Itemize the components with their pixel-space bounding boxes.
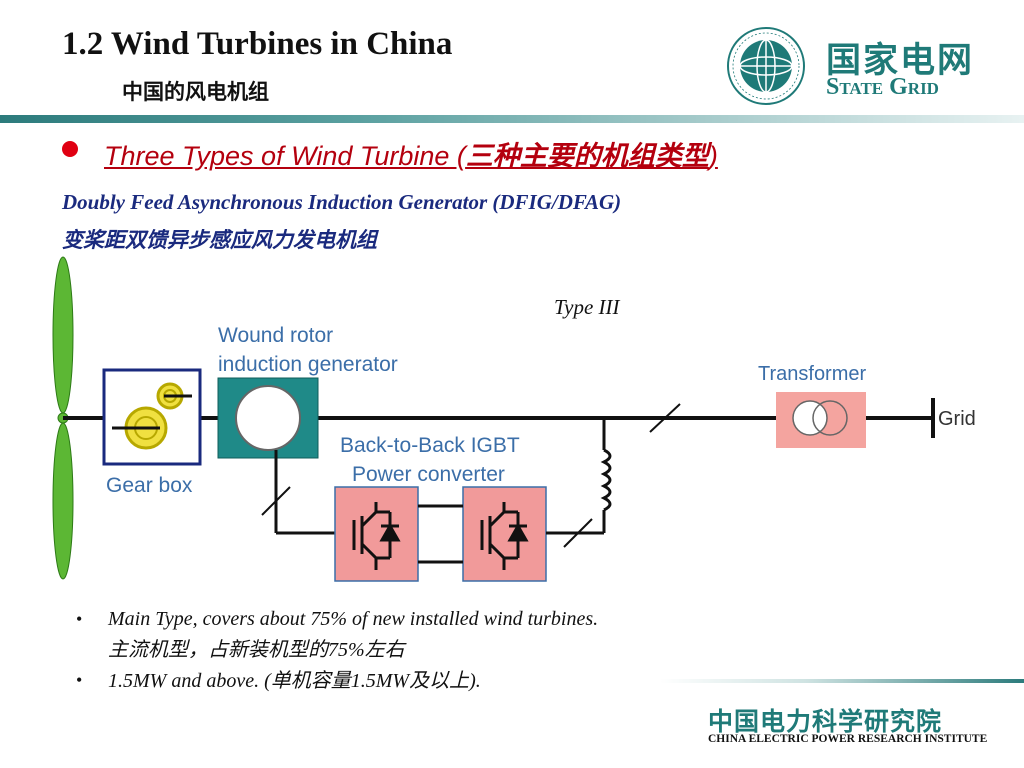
- bullet-list: • Main Type, covers about 75% of new ins…: [76, 604, 776, 696]
- state-grid-logo-icon: [727, 27, 805, 105]
- generator-label-line2: induction generator: [218, 353, 398, 376]
- bullet-2-text-cn-b: 及以上: [409, 668, 470, 692]
- bullet-marker: •: [76, 670, 83, 690]
- footer-divider: [660, 679, 1024, 683]
- section-heading-cn: 三种主要的机组类型: [465, 141, 709, 172]
- converter-label-line1: Back-to-Back IGBT: [340, 434, 520, 457]
- bullet-2-text-cn-a: 单机容量: [270, 668, 351, 692]
- grid-label: Grid: [938, 408, 976, 430]
- inductor-icon: [600, 448, 612, 512]
- bullet-2-text-en-b: ).: [469, 670, 481, 692]
- type-label: Type III: [554, 295, 620, 319]
- bullet-marker: •: [76, 609, 83, 629]
- list-item: • Main Type, covers about 75% of new ins…: [76, 604, 776, 665]
- transformer-label: Transformer: [758, 363, 867, 385]
- generator-type-title: Doubly Feed Asynchronous Induction Gener…: [62, 190, 622, 214]
- bullet-1-text-cn-a: 主流机型，占新装机型的: [108, 637, 328, 661]
- list-item: • 1.5MW and above. (单机容量1.5MW及以上).: [76, 665, 776, 696]
- section-heading-close: ): [708, 141, 718, 171]
- logo-text-cn: 国家电网: [826, 41, 975, 81]
- bullet-dot-icon: [62, 141, 78, 157]
- igbt-symbol-icon: [480, 502, 529, 570]
- logo-text-en: State Grid: [826, 74, 939, 100]
- institute-name-en: CHINA ELECTRIC POWER RESEARCH INSTITUTE: [708, 733, 988, 745]
- converter-label-line2: Power converter: [352, 463, 505, 486]
- page-subtitle-cn: 中国的风电机组: [122, 80, 269, 104]
- bullet-1-text-cn-b: 左右: [364, 637, 405, 661]
- institute-name-cn: 中国电力科学研究院: [708, 707, 943, 736]
- header-divider: [0, 115, 1024, 123]
- igbt-symbol-icon: [352, 502, 401, 570]
- bullet-2-number: 1.5MW: [350, 670, 410, 692]
- generator-rotor-icon: [235, 385, 301, 451]
- section-heading-en: Three Types of Wind Turbine (: [104, 141, 466, 171]
- blade-lower: [52, 422, 74, 580]
- blade-upper: [52, 256, 74, 414]
- bullet-2-text-en-a: 1.5MW and above. (: [108, 670, 271, 692]
- section-heading: Three Types of Wind Turbine (三种主要的机组类型): [104, 134, 718, 173]
- page-title: 1.2 Wind Turbines in China: [62, 26, 453, 62]
- generator-label-line1: Wound rotor: [218, 324, 333, 347]
- bullet-1-number: 75%: [328, 639, 365, 661]
- converter-phase-mark: [563, 518, 593, 548]
- bullet-1-text-en: Main Type, covers about 75% of new insta…: [108, 608, 599, 630]
- dfig-diagram: Wound rotor induction generator Gear box…: [52, 256, 976, 582]
- gearbox-label: Gear box: [106, 474, 193, 497]
- bus-phase-mark: [649, 403, 681, 433]
- transformer-coil-icon: [792, 400, 828, 436]
- generator-type-title-cn: 变桨距双馈异步感应风力发电机组: [62, 228, 377, 252]
- rotor-phase-mark: [261, 486, 291, 516]
